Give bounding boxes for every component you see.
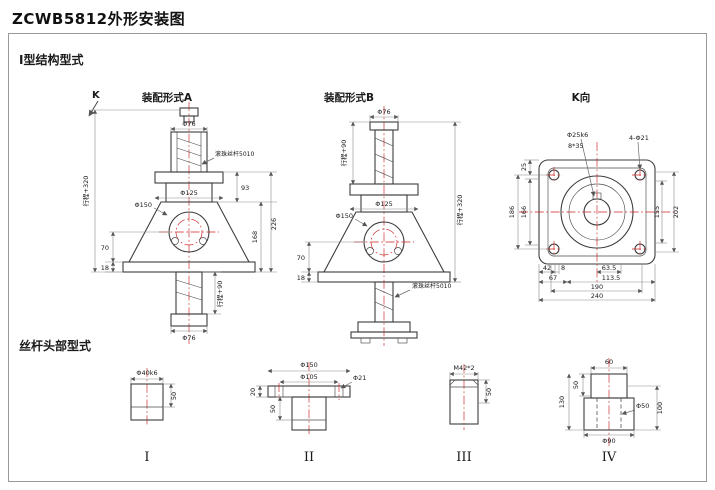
dim-label: 166 [520, 206, 528, 218]
head-bottom-block [583, 397, 635, 431]
dim-label: 8 [561, 264, 565, 272]
dim-label: 8*35 [568, 142, 584, 150]
dim-label: 226 [270, 218, 278, 230]
dim-label: 42 [543, 264, 551, 272]
drawing-frame: I型结构型式 K 装配形式A Φ76 滚珠丝杆5010 Φ125 93 [8, 33, 707, 482]
dim-label: 4-Φ21 [629, 134, 649, 142]
dim-label: 50 [485, 388, 493, 396]
view-b-title: 装配形式B [323, 91, 374, 104]
head-type-4: 60 50 Φ50 130 100 Φ90 IV [558, 358, 664, 465]
technical-drawing: I型结构型式 K 装配形式A Φ76 滚珠丝杆5010 Φ125 93 [19, 52, 680, 465]
type-1-numeral: I [144, 450, 149, 465]
dim-label: 113.5 [602, 274, 621, 282]
dim-label: 50 [269, 405, 277, 413]
dim-label: Φ76 [182, 334, 195, 342]
head-type-2: Φ150 Φ105 Φ21 20 50 II [249, 361, 366, 465]
dim-label: Φ50 [636, 402, 649, 410]
head-type-3: M42*2 50 III [449, 364, 493, 465]
dim-label: Φ25k6 [567, 131, 588, 139]
k-direction-arrow [88, 100, 99, 117]
type-3-numeral: III [456, 450, 471, 465]
dim-label: 行程+90 [339, 140, 348, 167]
dim-label: 18 [297, 274, 305, 282]
dim-label: 63.5 [602, 264, 616, 272]
type-2-numeral: II [304, 450, 314, 465]
dim-label: Φ76 [182, 120, 195, 128]
dim-label: M42*2 [453, 364, 474, 372]
dim-label: Φ76 [377, 108, 390, 116]
dim-label: 50 [572, 381, 580, 389]
dim-label: Φ125 [375, 200, 393, 208]
head-shaft [291, 396, 327, 431]
dim-label: 130 [558, 396, 566, 408]
dim-label: 50 [170, 392, 178, 400]
dim-label: Φ105 [300, 373, 318, 381]
dim-label: 240 [591, 292, 603, 300]
view-a: K 装配形式A Φ76 滚珠丝杆5010 Φ125 93 Φ1 [81, 90, 278, 344]
dim-label: 25 [520, 163, 528, 171]
dim-label: 60 [605, 358, 613, 366]
view-direction-k-label: K [92, 90, 101, 101]
dim-label: 186 [508, 206, 516, 218]
section-structure-title: I型结构型式 [19, 52, 83, 67]
dim-label: 93 [241, 184, 249, 192]
dim-label: Φ90 [602, 437, 615, 445]
dim-label: 18 [101, 264, 109, 272]
head-shaft [130, 383, 164, 421]
head-threaded-shaft [449, 379, 479, 425]
dim-label: Φ150 [134, 201, 152, 209]
dim-label: 行程+320 [455, 195, 464, 226]
type-4-numeral: IV [602, 450, 617, 465]
dim-label: 100 [656, 402, 664, 414]
dim-label: 67 [549, 274, 557, 282]
ball-screw-label: 滚珠丝杆5010 [215, 150, 254, 158]
dim-label: 行程+320 [81, 176, 90, 207]
view-a-title: 装配形式A [141, 91, 193, 104]
dim-label: 155 [653, 206, 661, 218]
view-k: K向 Φ25k6 8*35 4-Φ21 25 166 186 [508, 91, 680, 303]
dim-label: Φ150 [335, 212, 353, 220]
head-type-1: Φ40k6 50 I [130, 368, 178, 465]
dim-label: 190 [591, 283, 603, 291]
dim-label: Φ150 [300, 361, 318, 369]
dim-label: 行程+90 [215, 281, 224, 308]
dim-label: 20 [249, 388, 257, 396]
dim-label: Φ21 [353, 374, 366, 382]
dim-label: 70 [101, 244, 109, 252]
dim-label: Φ40k6 [136, 369, 157, 377]
section-screw-head-title: 丝杆头部型式 [19, 338, 91, 353]
dim-label: 168 [251, 231, 259, 243]
dim-label: 202 [672, 206, 680, 218]
ball-screw-label: 滚珠丝杆5010 [412, 282, 451, 290]
view-k-title: K向 [572, 91, 591, 104]
dim-label: Φ125 [180, 189, 198, 197]
view-b: 装配形式B Φ76 行程+90 Φ125 Φ150 [297, 91, 464, 346]
page-title: ZCWB5812外形安装图 [12, 10, 186, 28]
dim-label: 70 [297, 254, 305, 262]
